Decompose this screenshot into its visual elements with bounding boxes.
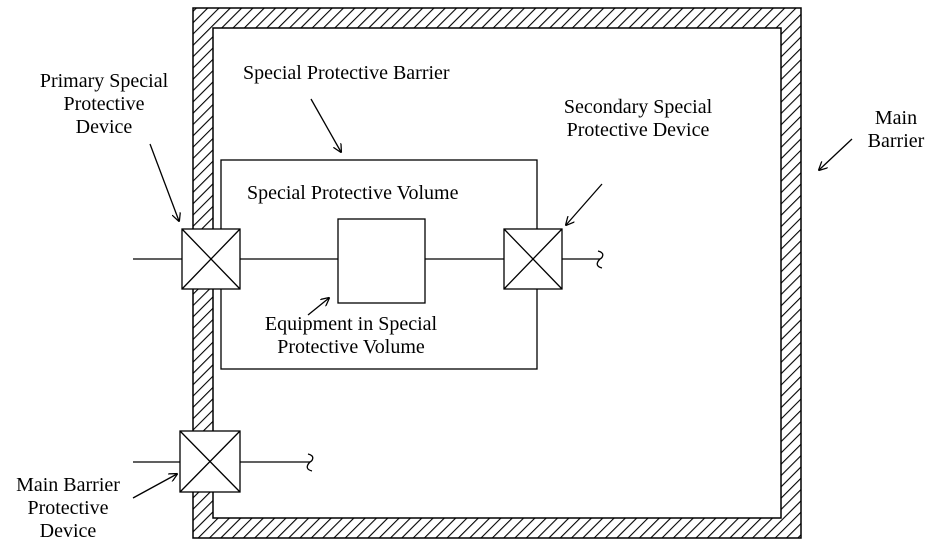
lower-signal-line <box>133 453 314 472</box>
equipment-box <box>337 218 426 304</box>
main-barrier-device-label: Main Barrier Protective Device <box>16 474 120 542</box>
secondary-device-arrow <box>566 183 603 225</box>
secondary-protective-device-symbol <box>503 228 563 290</box>
upper-line-break-squiggle <box>596 250 604 269</box>
main-barrier-protective-device-symbol <box>179 430 241 493</box>
special-barrier-arrow <box>310 98 341 152</box>
upper-signal-line <box>133 250 604 269</box>
primary-protective-device-symbol <box>181 228 241 290</box>
main-barrier-arrow <box>819 138 853 170</box>
special-barrier-label: Special Protective Barrier <box>243 62 450 84</box>
main-barrier-wall <box>192 7 802 539</box>
secondary-device-label: Secondary Special Protective Device <box>563 96 713 141</box>
primary-device-label: Primary Special Protective Device <box>39 70 169 138</box>
special-volume-label: Special Protective Volume <box>247 182 459 204</box>
main-barrier-device-arrow <box>132 474 177 499</box>
lower-line-break-squiggle <box>306 453 314 472</box>
equipment-label: Equipment in Special Protective Volume <box>264 313 438 358</box>
main-barrier-label: Main Barrier <box>867 107 925 152</box>
equipment-arrow <box>307 298 329 316</box>
primary-device-arrow <box>149 143 179 221</box>
